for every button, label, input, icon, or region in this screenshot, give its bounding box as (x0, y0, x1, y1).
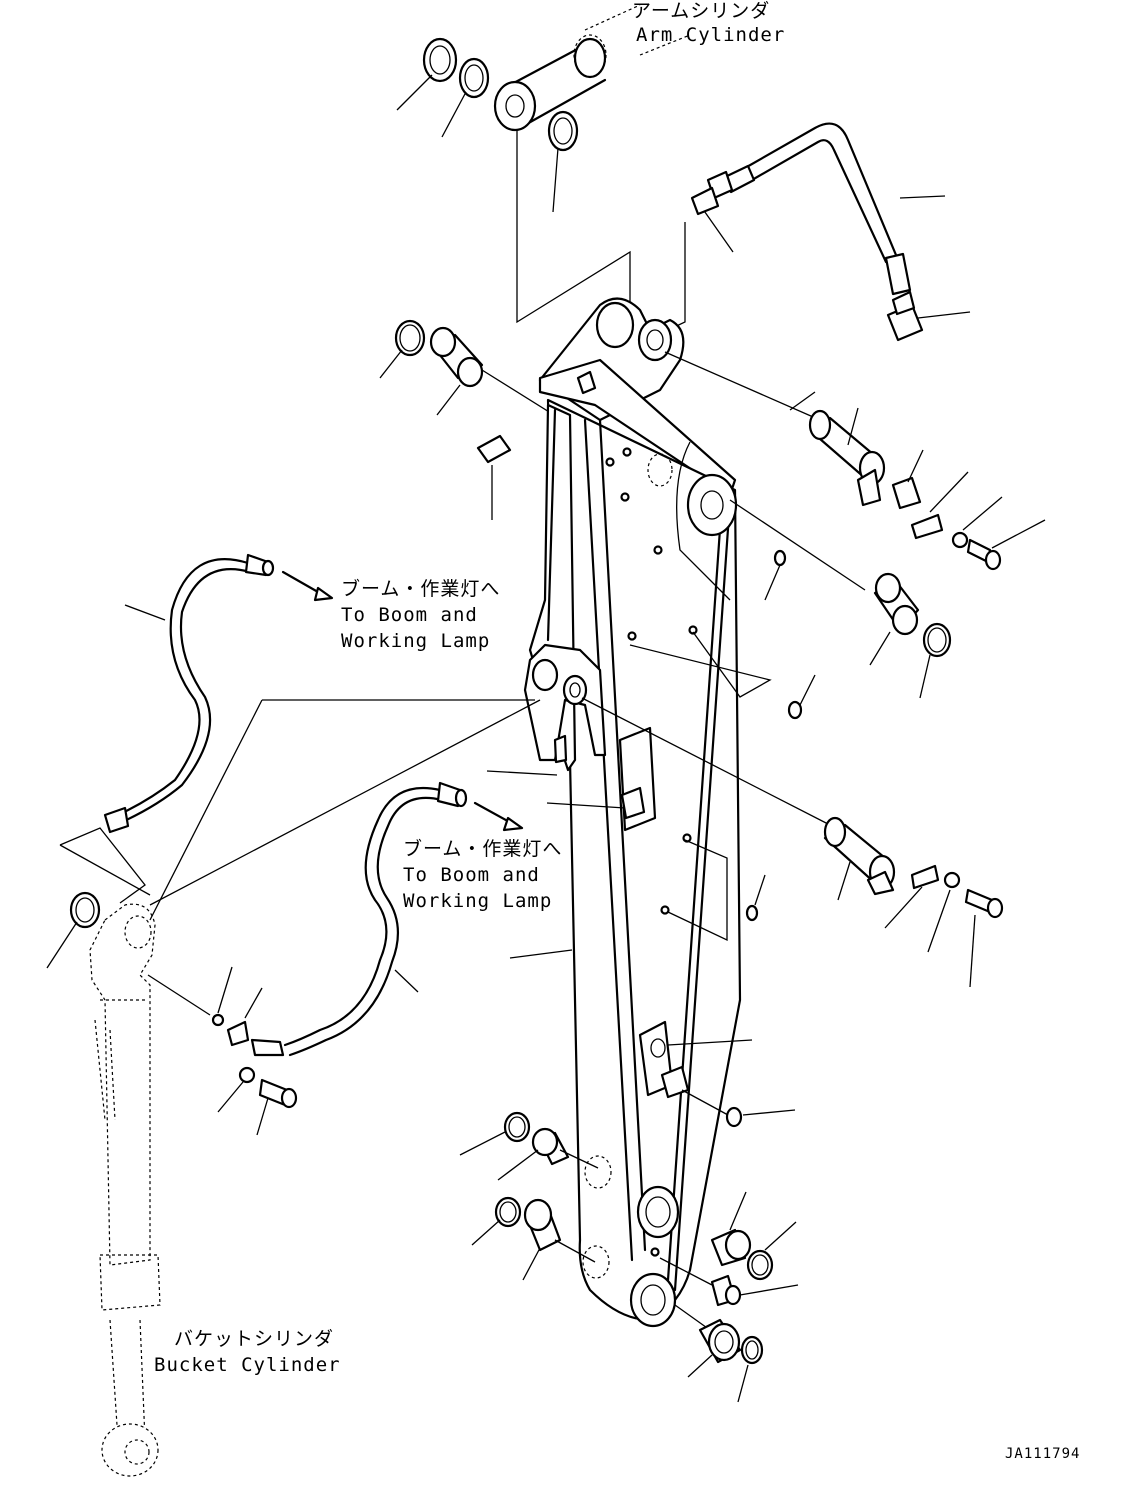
to-boom-label-2-en1: To Boom and (403, 864, 540, 886)
leader-lines-top (396, 74, 971, 331)
arm-body (523, 297, 742, 1328)
leader-lines-left (486, 770, 796, 1128)
upper-right-bushing (764, 549, 952, 699)
middle-right-pin-set (581, 697, 1004, 988)
to-boom-label-1-jp: ブーム・作業灯へ (341, 578, 501, 600)
drawing-code: JA111794 (1005, 1446, 1081, 1462)
bottom-left-bushings (459, 1111, 599, 1281)
arm-cylinder-shims (422, 37, 579, 152)
bucket-cylinder (46, 891, 161, 1477)
bottom-right-bushings (659, 1191, 799, 1403)
hose-upper-left (103, 553, 334, 834)
bucket-cylinder-label-jp: バケットシリンダ (174, 1328, 335, 1350)
mid-right-plugs (629, 631, 816, 942)
bucket-cylinder-label-en: Bucket Cylinder (154, 1354, 341, 1376)
grease-pipe-top (690, 122, 924, 342)
arm-cylinder-label-en: Arm Cylinder (636, 24, 786, 46)
arm-cylinder-label-jp: アームシリンダ (632, 0, 771, 22)
connection-lines (59, 699, 541, 921)
bucket-pin-lock-parts (147, 966, 298, 1136)
to-boom-label-1-en2: Working Lamp (341, 630, 491, 652)
to-boom-label-1-en1: To Boom and (341, 604, 478, 626)
to-boom-label-2-en2: Working Lamp (403, 890, 553, 912)
arm-cylinder-rod-end (493, 4, 691, 132)
upper-right-pin-set (664, 351, 1046, 591)
to-boom-label-2-jp: ブーム・作業灯へ (403, 838, 563, 860)
hose-lower-middle (250, 781, 524, 1057)
